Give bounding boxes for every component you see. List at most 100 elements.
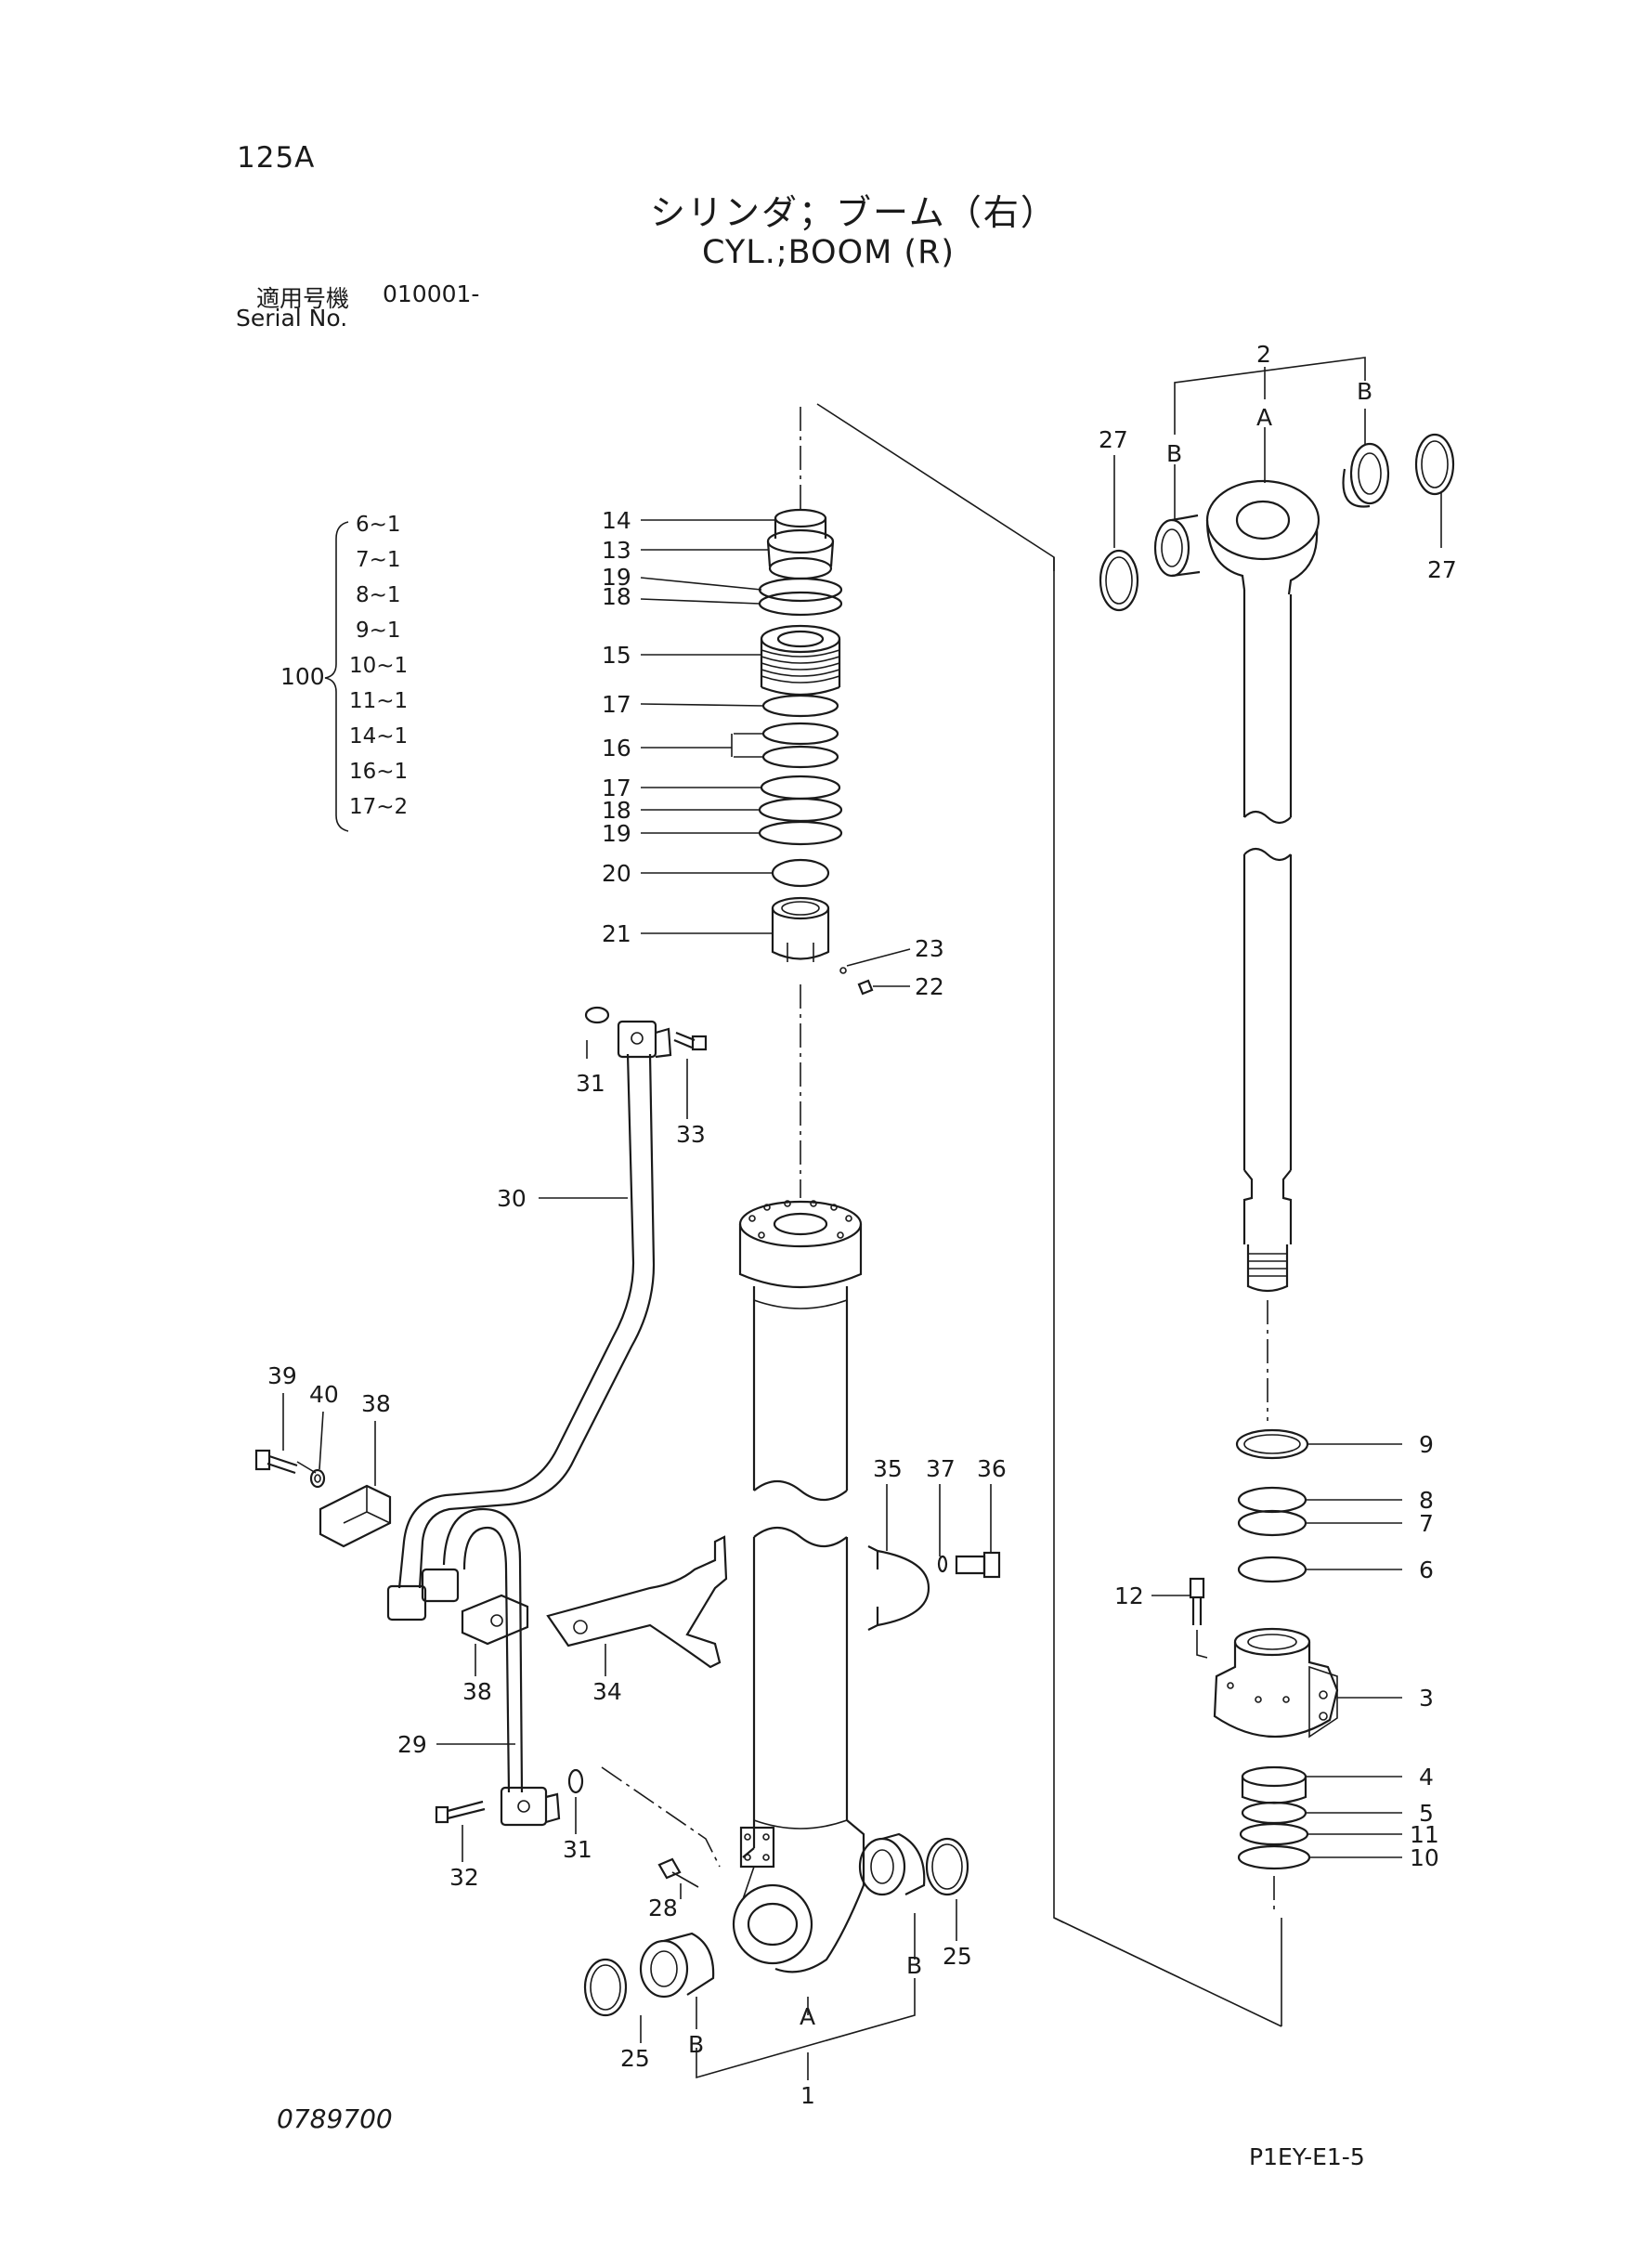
part-2-piston-rod <box>1205 479 1320 1421</box>
part-b-bushing-rod-left <box>1153 514 1201 578</box>
label-part-13: 13 <box>602 537 631 564</box>
label-part-35: 35 <box>873 1455 903 1482</box>
serial-label-english: Serial No. <box>236 305 348 332</box>
label-part-8: 8 <box>1419 1487 1434 1514</box>
kit-item: 7~1 <box>356 548 401 572</box>
part-25-ring-left <box>583 1958 628 2017</box>
part-31-o-ring-top <box>584 1006 610 1024</box>
label-subassembly-b: B <box>1357 378 1372 405</box>
label-part-31: 31 <box>576 1070 605 1097</box>
part-17-ring <box>761 694 839 718</box>
label-part-21: 21 <box>602 920 631 947</box>
kit-number: 100 <box>280 663 325 690</box>
label-part-7: 7 <box>1419 1510 1434 1537</box>
label-part-9: 9 <box>1419 1431 1434 1458</box>
kit-item: 17~2 <box>349 795 408 819</box>
label-part-11: 11 <box>1410 1821 1439 1848</box>
label-part-40: 40 <box>309 1381 339 1408</box>
label-part-6: 6 <box>1419 1556 1434 1583</box>
part-6-ring <box>1237 1556 1307 1583</box>
label-subassembly-b: B <box>688 2031 704 2058</box>
part-38-clamp-lower <box>461 1594 529 1646</box>
label-part-36: 36 <box>977 1455 1007 1482</box>
kit-item: 9~1 <box>356 619 401 643</box>
part-36-bolt <box>955 1551 1001 1579</box>
part-3-cylinder-head <box>1213 1627 1339 1739</box>
tube-end-bushings <box>583 1832 969 2017</box>
seal-kit-list: 100 6~1 7~1 8~1 9~1 10~1 11~1 14~1 16~1 … <box>280 513 408 832</box>
pipe-end-nut <box>386 1584 427 1621</box>
label-part-17: 17 <box>602 775 631 801</box>
kit-item: 6~1 <box>356 513 401 537</box>
part-20-o-ring <box>771 858 830 888</box>
title-english: CYL.;BOOM (R) <box>702 234 956 271</box>
part-12-bolt <box>1189 1577 1208 1659</box>
label-part-14: 14 <box>602 507 631 534</box>
label-part-34: 34 <box>592 1678 622 1705</box>
pipe-bottom-fitting <box>500 1786 561 1827</box>
pipe-top-fitting <box>617 1020 672 1059</box>
part-8-ring <box>1237 1486 1307 1514</box>
label-part-25: 25 <box>620 2045 650 2072</box>
label-part-12: 12 <box>1114 1582 1144 1609</box>
part-17-ring <box>760 775 841 801</box>
part-b-bushing-right <box>858 1832 926 1896</box>
label-part-32: 32 <box>449 1864 479 1891</box>
label-subassembly-a: A <box>1256 404 1272 431</box>
part-1-cylinder-tube <box>732 1200 865 1973</box>
leader-lines-center <box>640 519 911 987</box>
part-number-labels: 14 13 19 18 15 17 16 17 18 19 20 21 23 2… <box>267 341 1457 2109</box>
title-japanese: シリンダ；ブーム（右） <box>650 192 1058 233</box>
part-7-ring <box>1237 1509 1307 1537</box>
part-34-bracket <box>546 1535 728 1669</box>
label-part-5: 5 <box>1419 1800 1434 1827</box>
label-part-19: 19 <box>602 820 631 847</box>
label-part-31: 31 <box>563 1836 592 1863</box>
part-37-washer <box>937 1555 948 1573</box>
piston-parts-stack <box>758 407 874 1198</box>
kit-brace <box>324 521 349 832</box>
catalog-number: 0789700 <box>277 2103 393 2134</box>
part-21-nut <box>771 896 830 962</box>
part-25-ring-right <box>925 1837 969 1896</box>
leader-lines-right <box>1151 1443 1402 1858</box>
part-32-bolt-bottom <box>435 1800 486 1824</box>
part-16-ring <box>761 722 839 746</box>
label-part-1: 1 <box>800 2082 815 2109</box>
kit-item: 16~1 <box>349 760 408 784</box>
part-28-grease-fitting <box>657 1857 699 1888</box>
part-19-backup-ring <box>758 577 843 603</box>
label-part-16: 16 <box>602 735 631 762</box>
label-part-18: 18 <box>602 797 631 824</box>
part-15-piston <box>760 624 841 697</box>
serial-number-value: 010001- <box>383 280 480 307</box>
page-code: P1EY-E1-5 <box>1249 2143 1365 2170</box>
label-part-4: 4 <box>1419 1764 1434 1791</box>
label-part-25: 25 <box>943 1943 972 1970</box>
head-parts-stack <box>1189 1428 1339 1913</box>
label-subassembly-b: B <box>1166 440 1182 467</box>
label-part-33: 33 <box>676 1121 706 1148</box>
rod-end-bushings <box>1099 433 1455 612</box>
part-19-backup-ring <box>758 820 843 846</box>
part-23-ball <box>839 967 847 974</box>
part-13-ring <box>766 528 835 580</box>
label-part-27: 27 <box>1427 556 1457 583</box>
part-16-ring <box>761 745 839 769</box>
part-5-buffer-ring <box>1241 1801 1307 1825</box>
kit-item: 11~1 <box>349 689 408 713</box>
part-31-o-ring-bottom <box>567 1768 584 1794</box>
label-part-27: 27 <box>1099 426 1128 453</box>
part-10-rod-seal <box>1237 1844 1311 1870</box>
label-part-17: 17 <box>602 691 631 718</box>
part-35-band <box>867 1545 930 1631</box>
piping-assembly <box>254 1006 1001 1827</box>
part-22-set-screw <box>857 979 874 996</box>
part-27-ring-rod-left <box>1099 549 1139 612</box>
label-part-38: 38 <box>361 1390 391 1417</box>
kit-item: 8~1 <box>356 583 401 607</box>
label-part-2: 2 <box>1256 341 1271 368</box>
part-30-pipe <box>397 1053 656 1589</box>
label-part-29: 29 <box>397 1731 427 1758</box>
